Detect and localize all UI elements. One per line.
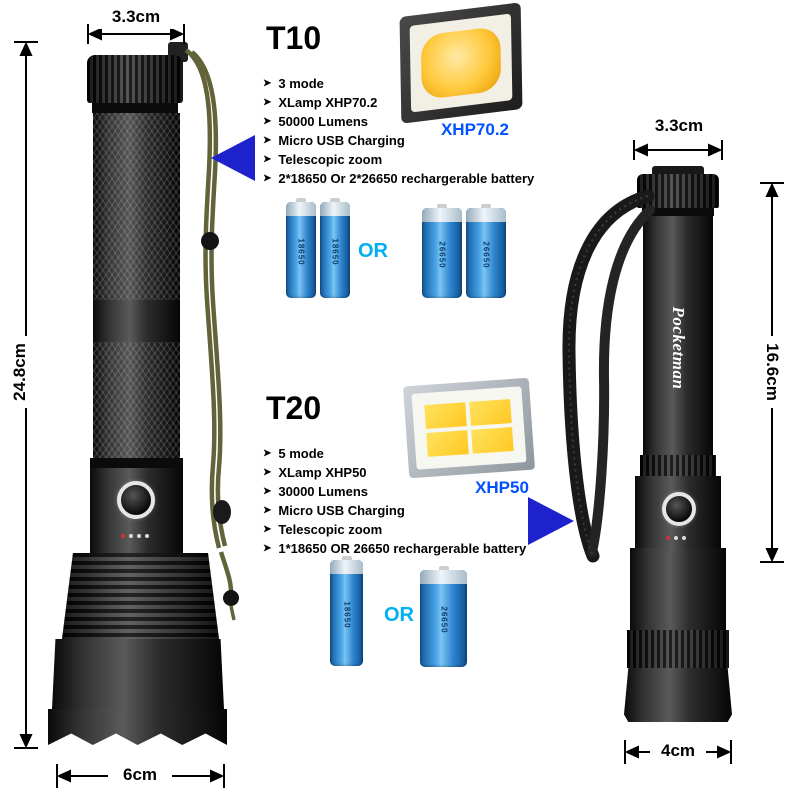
bullet-icon: ➤ [263,154,272,165]
t20-title: T20 [266,390,322,426]
dim-right-side: 16.6cm [760,336,784,408]
bullet-icon: ➤ [263,524,272,535]
battery-label: 18650 [330,238,340,266]
battery-label: 18650 [296,238,306,266]
feature-item: ➤ Telescopic zoom [263,150,565,169]
battery-26650: 26650 [422,204,462,298]
feature-text: XLamp XHP70.2 [278,95,378,110]
brand-logo: Pocketman [669,306,688,390]
battery-terminal [437,204,447,209]
battery-top [320,202,350,216]
arrow-left-icon [211,135,255,181]
battery-top [286,202,316,216]
battery-label: 26650 [481,241,491,269]
feature-text: XLamp XHP50 [278,465,367,480]
t10-feature-list: ➤ 3 mode ➤ XLamp XHP70.2 ➤ 50000 Lumens ➤ Mi… [263,74,565,188]
feature-text: Micro USB Charging [278,133,405,148]
body-tube-knurled [93,113,180,458]
battery-terminal [341,556,352,561]
bullet-icon: ➤ [263,116,272,127]
feature-text: 3 mode [278,76,324,91]
battery-18650: 18650 [330,556,363,666]
battery-top [466,208,506,222]
t10-chip-label: XHP70.2 [440,120,510,139]
feature-item: ➤ 2*18650 Or 2*26650 rechargerable batter… [263,169,565,188]
tailcap [637,174,719,208]
power-button [662,492,696,526]
tailcap-groove [642,208,714,216]
cooling-fins [62,553,219,639]
t20-or-label: OR [384,604,414,626]
zoom-head [630,548,726,630]
grip-ring [640,455,716,476]
battery-26650: 26650 [466,204,506,298]
feature-item: ➤ 50000 Lumens [263,112,565,131]
feature-text: 1*18650 OR 26650 rechargerable battery [278,541,527,556]
battery-18650: 18650 [286,198,316,298]
feature-text: Micro USB Charging [278,503,405,518]
feature-text: 30000 Lumens [278,484,368,499]
power-button [117,481,155,519]
bullet-icon: ➤ [263,467,272,478]
feature-item: ➤ 30000 Lumens [263,482,565,501]
feature-item: ➤ 1*18650 OR 26650 rechargerable battery [263,539,565,558]
t10-or-label: OR [358,240,388,262]
feature-text: 50000 Lumens [278,114,368,129]
battery-indicator [666,536,686,540]
feature-item: ➤ Micro USB Charging [263,131,565,150]
feature-item: ➤ Micro USB Charging [263,501,565,520]
battery-top [422,208,462,222]
battery-top [420,570,467,584]
t20-feature-list: ➤ 5 mode ➤ XLamp XHP50 ➤ 30000 Lumens ➤ Micr… [263,444,565,558]
feature-item: ➤ Telescopic zoom [263,520,565,539]
crenellated-bezel [48,709,227,745]
bullet-icon: ➤ [263,78,272,89]
lanyard-bead [201,232,219,250]
bullet-icon: ➤ [263,97,272,108]
battery-top [330,560,363,574]
head-knurl-ring [627,630,729,668]
zoom-head [52,639,224,709]
battery-indicator [121,534,149,538]
bullet-icon: ➤ [263,173,272,184]
battery-label: 26650 [439,606,448,635]
feature-text: 2*18650 Or 2*26650 rechargerable battery [278,171,535,186]
t10-title: T10 [266,20,322,56]
feature-text: Telescopic zoom [278,522,383,537]
lanyard-bead [223,590,239,606]
dim-left-top: 3.3cm [99,5,173,29]
tailcap-top [652,166,704,176]
battery-terminal [296,198,306,203]
mid-groove [90,458,183,468]
t20-chip-label: XHP50 [475,478,529,497]
battery-18650: 18650 [320,198,350,298]
battery-label: 26650 [437,241,447,269]
tailcap-groove [92,103,178,113]
cord-lock [213,500,231,524]
battery-terminal [481,204,491,209]
bullet-icon: ➤ [263,505,272,516]
feature-item: ➤ XLamp XHP50 [263,463,565,482]
feature-text: 5 mode [278,446,324,461]
bullet-icon: ➤ [263,448,272,459]
dim-left-bottom: 6cm [112,763,168,787]
bezel [624,668,732,722]
bullet-icon: ➤ [263,486,272,497]
feature-item: ➤ 5 mode [263,444,565,463]
body-smooth-band [93,300,180,342]
tailcap [87,55,183,103]
feature-text: Telescopic zoom [278,152,383,167]
battery-26650: 26650 [420,566,467,667]
dim-right-top: 3.3cm [643,114,715,138]
feature-item: ➤ 3 mode [263,74,565,93]
battery-label: 18650 [342,601,351,629]
dim-right-bottom: 4cm [652,739,704,763]
bullet-icon: ➤ [263,135,272,146]
feature-item: ➤ XLamp XHP70.2 [263,93,565,112]
battery-terminal [438,566,449,571]
bullet-icon: ➤ [263,543,272,554]
battery-terminal [330,198,340,203]
dim-left-side: 24.8cm [8,336,32,408]
